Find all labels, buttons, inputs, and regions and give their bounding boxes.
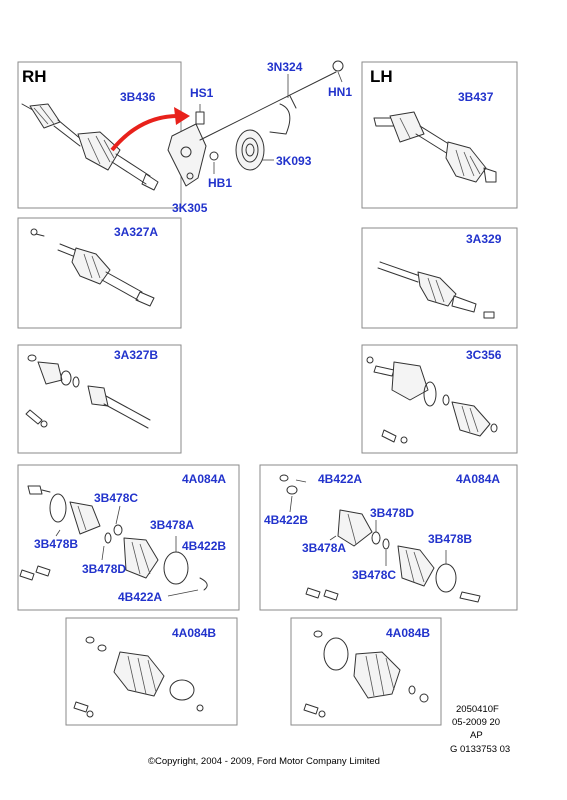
part-label-4b422a-lh[interactable]: 4B422A xyxy=(318,472,362,486)
part-label-4b422b-lh[interactable]: 4B422B xyxy=(264,513,308,527)
part-label-3a327b[interactable]: 3A327B xyxy=(114,348,158,362)
bolt-hs1-drawing xyxy=(195,111,205,125)
rh-driveshaft-drawing xyxy=(21,103,159,191)
boot-kit-b-rh-drawing xyxy=(73,636,204,718)
part-label-4a084a-lh[interactable]: 4A084A xyxy=(456,472,500,486)
part-label-3k093[interactable]: 3K093 xyxy=(276,154,312,168)
lh-main-shaft-panel: LH 3B437 xyxy=(361,61,518,209)
part-label-3a327a[interactable]: 3A327A xyxy=(114,225,158,239)
panel-4a084b-rh: 4A084B xyxy=(65,617,238,726)
shaft-3a329-drawing xyxy=(377,261,495,319)
reference-line-3: AP xyxy=(470,730,483,741)
nut-hb1-drawing xyxy=(209,151,219,161)
part-label-3b478a-rh[interactable]: 3B478A xyxy=(150,518,194,532)
shaft-3a327a-drawing xyxy=(30,228,155,307)
panel-4a084a-rh-frame xyxy=(17,464,240,611)
part-label-3b478d-rh[interactable]: 3B478D xyxy=(82,562,126,576)
strap-3n324-drawing xyxy=(269,103,291,135)
panel-4a084b-lh: 4A084B xyxy=(290,617,442,726)
bearing-3k093-drawing xyxy=(235,129,265,171)
panel-4a084a-lh: 4B422A 4A084A 4B422B 3B478D 3B478A 3B478… xyxy=(259,464,518,611)
reference-line-4: G 0133753 03 xyxy=(450,744,510,755)
boot-kit-rh-drawing xyxy=(19,485,208,591)
part-label-3b436[interactable]: 3B436 xyxy=(120,90,156,104)
part-label-3b478c-rh[interactable]: 3B478C xyxy=(94,491,138,505)
panel-3c356-frame xyxy=(361,344,518,454)
rh-main-shaft-panel: RH 3B436 xyxy=(17,61,182,209)
part-label-hb1[interactable]: HB1 xyxy=(208,176,232,190)
joint-3c356-drawing xyxy=(366,356,498,444)
part-label-3b478b-rh[interactable]: 3B478B xyxy=(34,537,78,551)
panel-3a329: 3A329 xyxy=(361,227,518,329)
center-bearing-assembly xyxy=(167,60,344,187)
reference-line-2: 05-2009 20 xyxy=(452,717,500,728)
part-label-3b478c-lh[interactable]: 3B478C xyxy=(352,568,396,582)
panel-3c356: 3C356 xyxy=(361,344,518,454)
part-label-4a084a-rh[interactable]: 4A084A xyxy=(182,472,226,486)
part-label-3n324[interactable]: 3N324 xyxy=(267,60,303,74)
red-arrowhead-icon xyxy=(174,107,190,125)
part-label-3b478b-lh[interactable]: 3B478B xyxy=(428,532,472,546)
boot-kit-lh-drawing xyxy=(279,474,481,603)
copyright-text: ©Copyright, 2004 - 2009, Ford Motor Comp… xyxy=(148,756,380,767)
panel-4a084a-lh-frame xyxy=(259,464,518,611)
bearing-bracket-drawing xyxy=(167,123,207,187)
part-label-3b437[interactable]: 3B437 xyxy=(458,90,494,104)
shaft-3a327b-drawing xyxy=(25,354,151,429)
lh-main-shaft-frame xyxy=(361,61,518,209)
panel-3a327b: 3A327B xyxy=(17,344,182,454)
part-label-4a084b-rh[interactable]: 4A084B xyxy=(172,626,216,640)
part-label-4b422a-rh[interactable]: 4B422A xyxy=(118,590,162,604)
part-label-3a329[interactable]: 3A329 xyxy=(466,232,502,246)
rh-side-label: RH xyxy=(22,67,47,86)
part-label-hn1[interactable]: HN1 xyxy=(328,85,352,99)
part-label-3b478d-lh[interactable]: 3B478D xyxy=(370,506,414,520)
boot-kit-b-lh-drawing xyxy=(303,630,429,718)
part-label-4a084b-lh[interactable]: 4A084B xyxy=(386,626,430,640)
reference-block: 2050410F 05-2009 20 AP G 0133753 03 xyxy=(450,704,510,755)
nut-hn1-drawing xyxy=(332,60,344,72)
part-label-4b422b-rh[interactable]: 4B422B xyxy=(182,539,226,553)
part-label-hs1[interactable]: HS1 xyxy=(190,86,214,100)
red-arrow-icon xyxy=(110,114,179,152)
panel-4a084a-rh: 4A084A 3B478C 3B478A 3B478B 4B422B 3B478… xyxy=(17,464,240,611)
part-label-3c356[interactable]: 3C356 xyxy=(466,348,502,362)
lh-driveshaft-drawing xyxy=(373,111,497,183)
lh-side-label: LH xyxy=(370,67,393,86)
part-label-3k305[interactable]: 3K305 xyxy=(172,201,208,215)
panel-3a327a: 3A327A xyxy=(17,217,182,329)
reference-line-1: 2050410F xyxy=(456,704,499,715)
part-label-3b478a-lh[interactable]: 3B478A xyxy=(302,541,346,555)
